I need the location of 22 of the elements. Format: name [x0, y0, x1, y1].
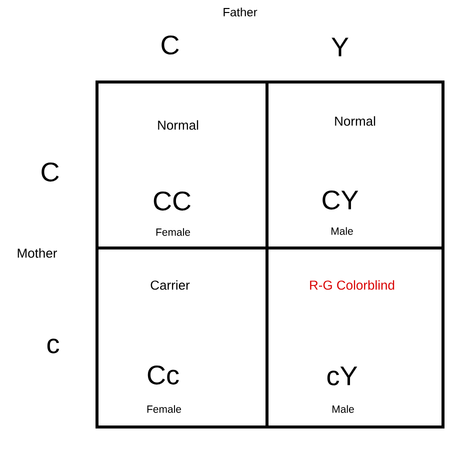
sex-label: Male — [332, 405, 354, 413]
punnett-cell — [96, 80, 268, 250]
axis-title: Father — [224, 8, 258, 16]
genotype-label: CY — [322, 190, 358, 210]
allele-label: C — [42, 162, 59, 182]
sex-label: Female — [147, 405, 182, 413]
punnett-cell — [266, 246, 444, 428]
punnett-cell — [266, 80, 444, 250]
phenotype-label: Carrier — [150, 280, 190, 290]
genotype-label: Cc — [148, 365, 179, 385]
phenotype-label: Normal — [158, 120, 198, 130]
allele-label: Y — [332, 38, 348, 56]
allele-label: C — [162, 35, 179, 55]
sex-label: Male — [331, 227, 353, 235]
punnett-cell — [96, 246, 268, 428]
genotype-label: CC — [154, 191, 190, 211]
axis-title: Mother — [18, 248, 57, 258]
genotype-label: cY — [327, 366, 358, 386]
phenotype-label: Normal — [335, 116, 376, 126]
allele-label: c — [47, 338, 60, 354]
phenotype-label: R-G Colorblind — [310, 280, 394, 290]
sex-label: Female — [156, 228, 190, 236]
